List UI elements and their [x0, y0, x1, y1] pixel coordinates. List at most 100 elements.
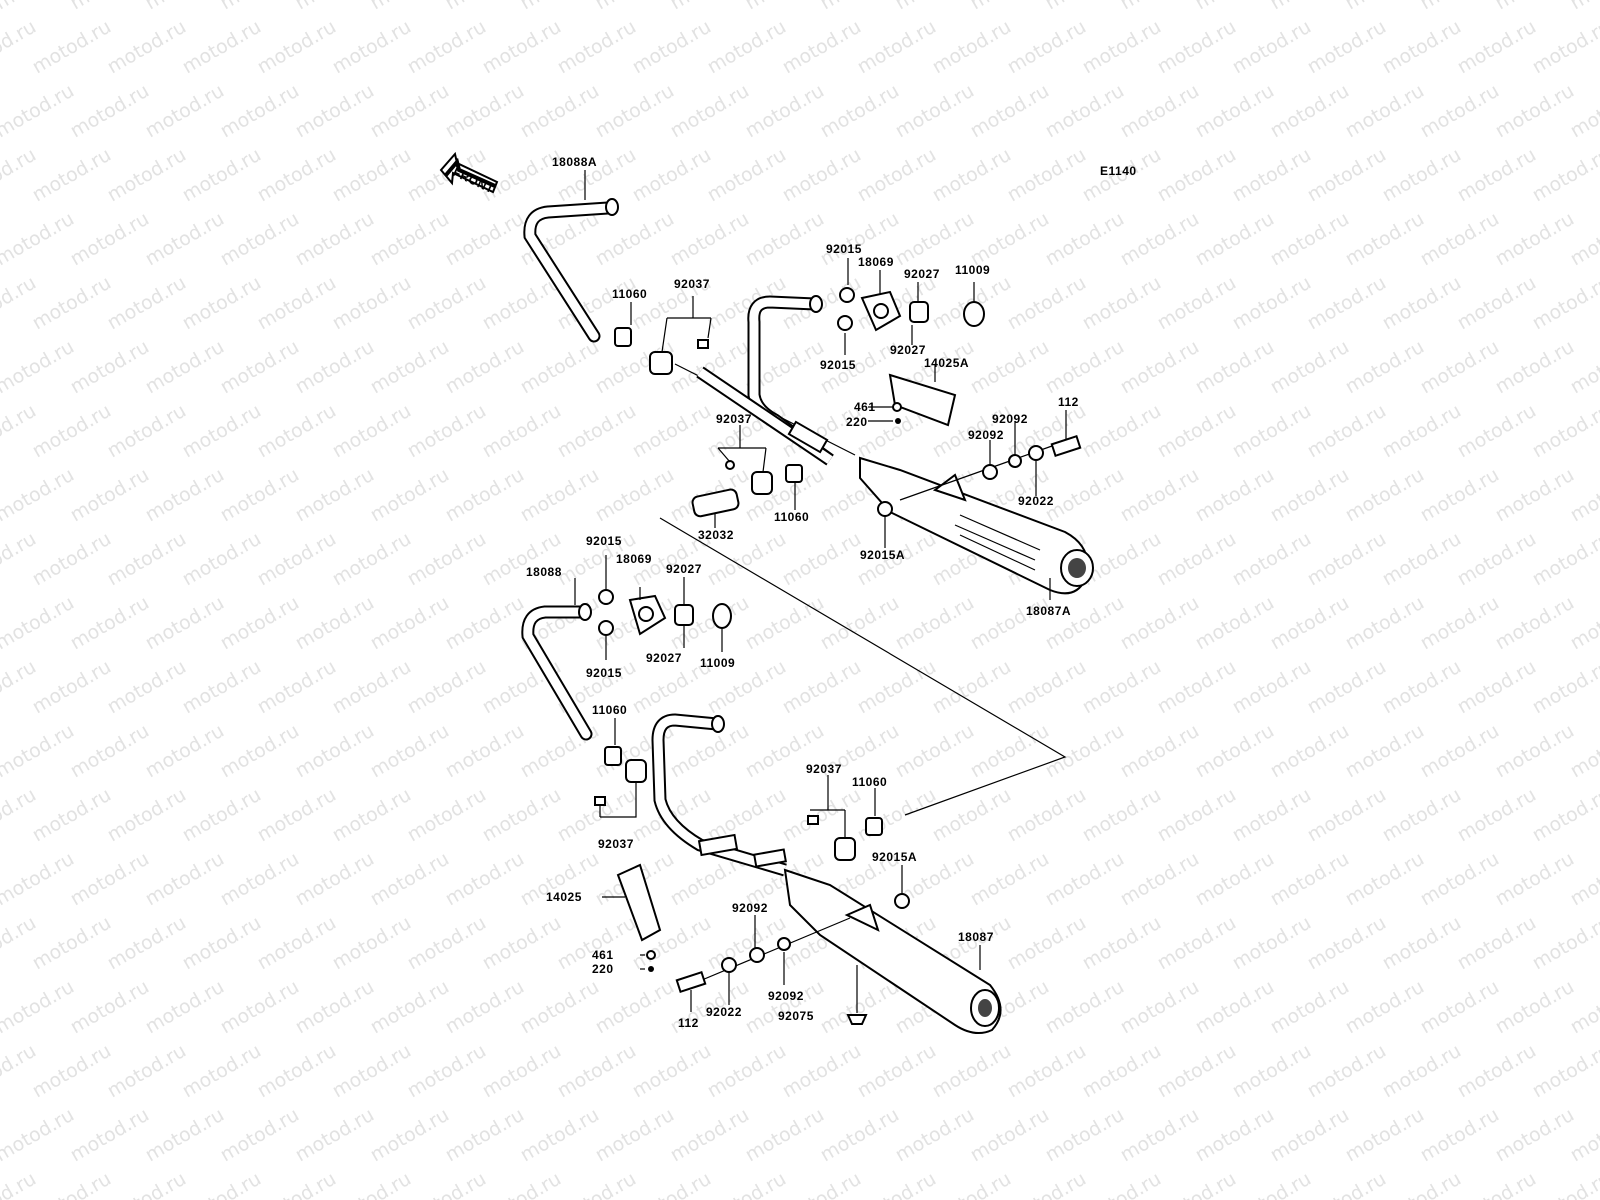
watermark-text: motod.ru — [779, 1168, 865, 1200]
watermark-text: motod.ru — [1304, 400, 1390, 463]
label-92037-a: 92037 — [674, 277, 710, 291]
watermark-text: motod.ru — [1117, 208, 1203, 271]
label-92027-a: 92027 — [904, 267, 940, 281]
label-92092-d: 92092 — [768, 989, 804, 1003]
watermark-text: motod.ru — [1042, 0, 1128, 14]
watermark-text: motod.ru — [1079, 1168, 1165, 1200]
watermark-text: motod.ru — [1192, 336, 1278, 399]
lower-exhaust-assembly — [521, 589, 1002, 1035]
watermark-text: motod.ru — [367, 0, 453, 14]
watermark-text: motod.ru — [1454, 528, 1540, 591]
watermark-text: motod.ru — [517, 80, 603, 143]
watermark-text: motod.ru — [929, 16, 1015, 79]
watermark-text: motod.ru — [254, 1168, 340, 1200]
watermark-text: motod.ru — [742, 1104, 828, 1167]
watermark-text: motod.ru — [1117, 336, 1203, 399]
watermark-text: motod.ru — [104, 528, 190, 591]
watermark-text: motod.ru — [1042, 336, 1128, 399]
label-11009-b: 11009 — [700, 656, 735, 670]
watermark-text: motod.ru — [442, 720, 528, 783]
watermark-text: motod.ru — [1267, 80, 1353, 143]
watermark-text: motod.ru — [179, 1040, 265, 1103]
watermark-text: motod.ru — [779, 784, 865, 847]
label-92037-b: 92037 — [716, 412, 752, 426]
watermark-text: motod.ru — [217, 0, 303, 14]
watermark-text: motod.ru — [967, 208, 1053, 271]
watermark-text: motod.ru — [1342, 976, 1428, 1039]
watermark-text: motod.ru — [1492, 848, 1578, 911]
watermark-text: motod.ru — [554, 400, 640, 463]
watermark-text: motod.ru — [1042, 464, 1128, 527]
watermark-text: motod.ru — [667, 80, 753, 143]
watermark-text: motod.ru — [1079, 400, 1165, 463]
watermark-text: motod.ru — [1342, 0, 1428, 14]
watermark-text: motod.ru — [104, 144, 190, 207]
watermark-text: motod.ru — [1417, 464, 1503, 527]
watermark-text: motod.ru — [967, 1104, 1053, 1167]
label-92037-c: 92037 — [598, 837, 634, 851]
watermark-text: motod.ru — [929, 1040, 1015, 1103]
watermark-text: motod.ru — [742, 0, 828, 14]
label-92027-c: 92027 — [666, 562, 702, 576]
watermark-text: motod.ru — [1192, 80, 1278, 143]
label-92037-d: 92037 — [806, 762, 842, 776]
label-92022-a: 92022 — [1018, 494, 1054, 508]
muffler-18087 — [783, 868, 1002, 1035]
watermark-text: motod.ru — [704, 16, 790, 79]
watermark-text: motod.ru — [1567, 0, 1600, 14]
watermark-text: motod.ru — [1079, 784, 1165, 847]
watermark-text: motod.ru — [967, 80, 1053, 143]
watermark-text: motod.ru — [1492, 80, 1578, 143]
watermark-text: motod.ru — [0, 336, 78, 399]
watermark-text: motod.ru — [1229, 16, 1315, 79]
label-11060-c: 11060 — [592, 703, 627, 717]
watermark-text: motod.ru — [1042, 208, 1128, 271]
label-220-b: 220 — [592, 962, 614, 976]
watermark-text: motod.ru — [779, 656, 865, 719]
collar-92027-upper — [909, 301, 929, 323]
watermark-text: motod.ru — [329, 400, 415, 463]
label-461-b: 461 — [592, 948, 614, 962]
watermark-text: motod.ru — [854, 16, 940, 79]
watermark-text: motod.ru — [217, 720, 303, 783]
clamp-92037-lower-a — [625, 759, 647, 783]
watermark-text: motod.ru — [1492, 720, 1578, 783]
watermark-text: motod.ru — [1492, 592, 1578, 655]
watermark-text: motod.ru — [1042, 1104, 1128, 1167]
watermark-text: motod.ru — [479, 400, 565, 463]
watermark-text: motod.ru — [1379, 912, 1465, 975]
watermark-text: motod.ru — [1192, 208, 1278, 271]
watermark-text: motod.ru — [1192, 848, 1278, 911]
watermark-text: motod.ru — [67, 848, 153, 911]
watermark-text: motod.ru — [0, 80, 78, 143]
watermark-text: motod.ru — [1267, 208, 1353, 271]
watermark-text: motod.ru — [329, 144, 415, 207]
watermark-text: motod.ru — [1229, 1040, 1315, 1103]
watermark-text: motod.ru — [1529, 784, 1600, 847]
watermark-text: motod.ru — [1117, 976, 1203, 1039]
watermark-text: motod.ru — [554, 1168, 640, 1200]
watermark-text: motod.ru — [67, 1104, 153, 1167]
watermark-text: motod.ru — [29, 272, 115, 335]
watermark-text: motod.ru — [1342, 848, 1428, 911]
watermark-text: motod.ru — [817, 1104, 903, 1167]
watermark-text: motod.ru — [1417, 80, 1503, 143]
label-92022-b: 92022 — [706, 1005, 742, 1019]
watermark-text: motod.ru — [1004, 1040, 1090, 1103]
watermark-text: motod.ru — [1079, 1040, 1165, 1103]
watermark-text: motod.ru — [1229, 784, 1315, 847]
watermark-text: motod.ru — [67, 80, 153, 143]
watermark-text: motod.ru — [1079, 272, 1165, 335]
label-18069-b: 18069 — [616, 552, 652, 566]
watermark-text: motod.ru — [967, 592, 1053, 655]
watermark-text: motod.ru — [479, 912, 565, 975]
watermark-text: motod.ru — [142, 464, 228, 527]
watermark-text: motod.ru — [517, 0, 603, 14]
watermark-text: motod.ru — [67, 464, 153, 527]
label-11060-d: 11060 — [852, 775, 887, 789]
heat-guard-14025 — [616, 863, 662, 942]
watermark-text: motod.ru — [104, 912, 190, 975]
watermark-text: motod.ru — [329, 16, 415, 79]
watermark-text: motod.ru — [554, 16, 640, 79]
watermark-text: motod.ru — [217, 208, 303, 271]
